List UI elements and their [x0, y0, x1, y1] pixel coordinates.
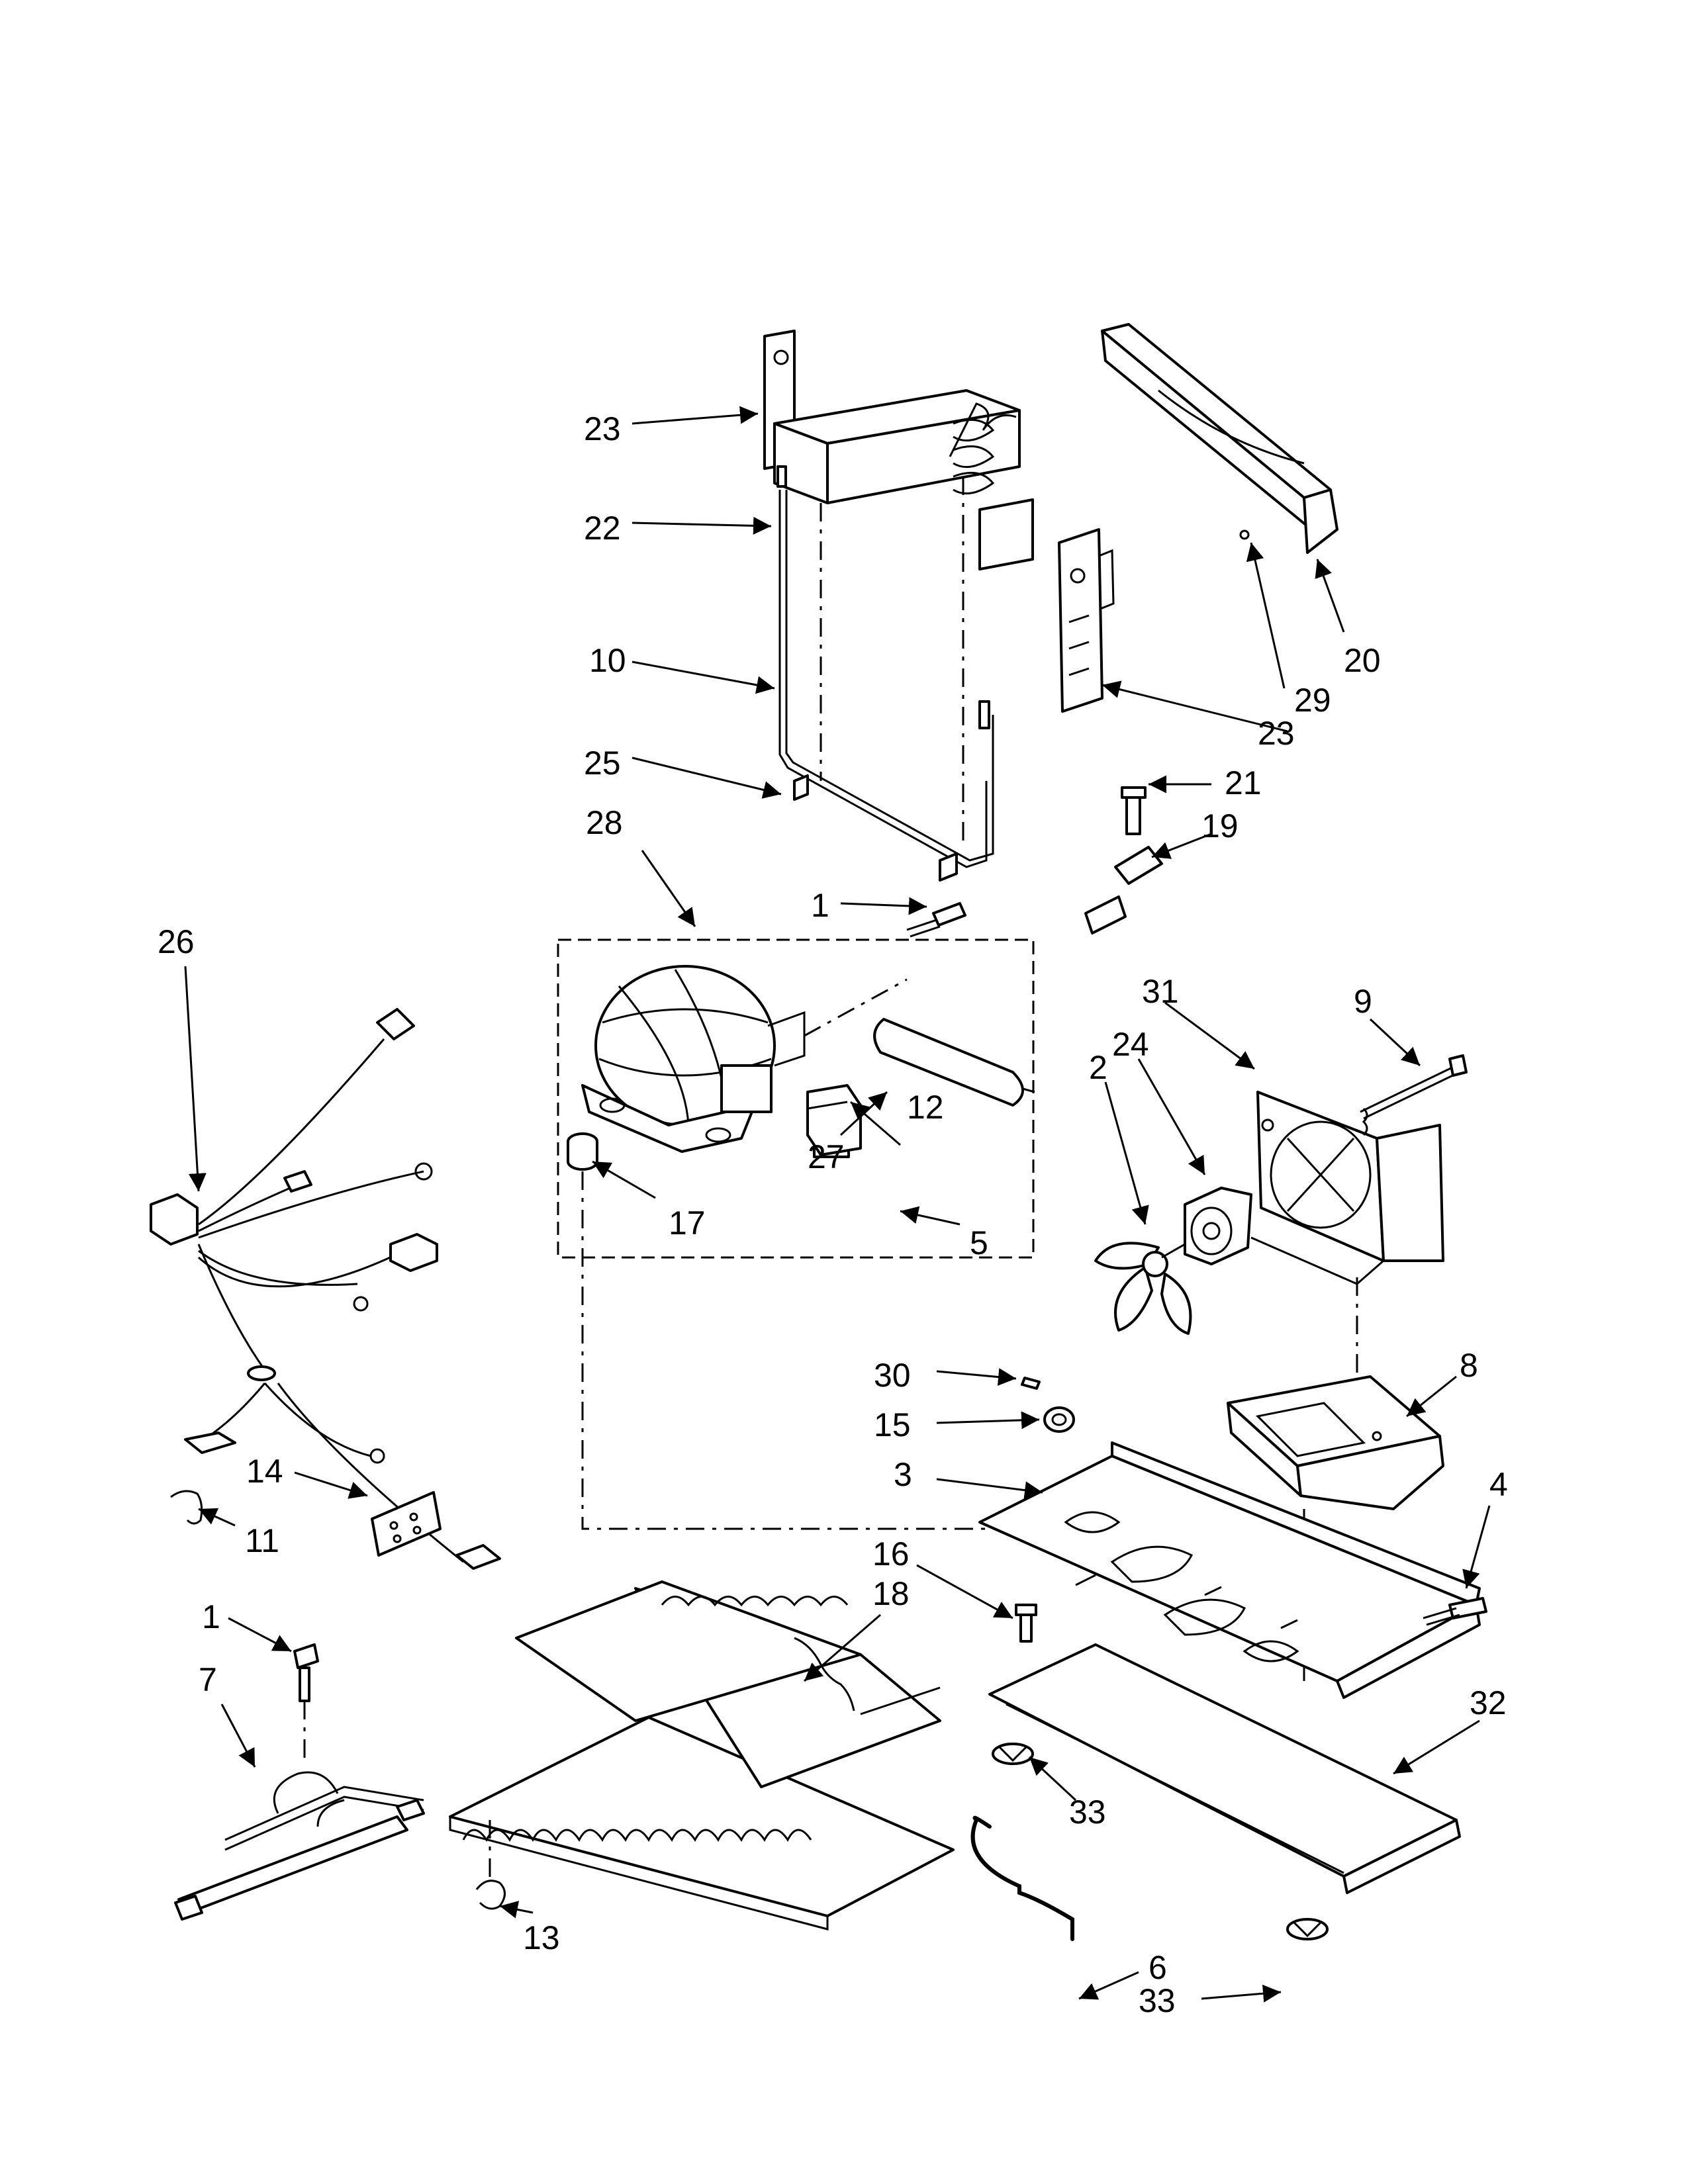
screw-part: [1360, 1054, 1468, 1136]
callout-label: 33: [1139, 1982, 1176, 2019]
grommet-part: [567, 1132, 598, 1171]
callout-label: 24: [1112, 1026, 1149, 1063]
callout-label: 1: [202, 1598, 220, 1635]
callout-label: 19: [1201, 807, 1239, 844]
callout-label: 16: [872, 1535, 910, 1572]
callout-label: 18: [872, 1575, 910, 1612]
compressor-part: [581, 965, 850, 1158]
drier-part: [873, 1018, 1035, 1107]
callout-label: 3: [894, 1456, 912, 1493]
callout-label: 14: [246, 1453, 283, 1490]
callout-label: 13: [523, 1919, 560, 1956]
leader-arrows: [184, 406, 1491, 2003]
callout-label: 2: [1089, 1049, 1107, 1086]
clip-part: [170, 1490, 203, 1525]
foot-part: [992, 1743, 1034, 1765]
condenser-coil-part: [763, 330, 1034, 570]
clip-part: [475, 1820, 506, 1910]
fan-shroud-part: [1250, 1091, 1444, 1285]
callout-label: 10: [589, 642, 626, 679]
bracket-part: [1058, 528, 1115, 713]
callout-label: 9: [1354, 983, 1372, 1020]
wire-part: [970, 1815, 1074, 1941]
dash-line: [581, 1171, 1019, 1530]
wire-harness-part: [150, 1008, 501, 1570]
callout-label: 8: [1460, 1347, 1478, 1384]
callout-label: 23: [584, 410, 621, 447]
callout-label: 4: [1489, 1466, 1508, 1503]
callout-label: 31: [1142, 973, 1179, 1010]
bracket-part: [1084, 846, 1163, 934]
callout-label: 33: [1069, 1794, 1106, 1831]
callout-label: 7: [199, 1661, 217, 1698]
callout-label: 15: [874, 1406, 911, 1443]
callout-label: 27: [808, 1138, 845, 1175]
wire-assembly-part: [174, 1643, 425, 1921]
callout-label: 29: [1294, 682, 1331, 719]
callout-label: 22: [584, 510, 621, 547]
callout-label: 12: [907, 1089, 944, 1126]
condenser-part: [449, 1580, 955, 1931]
callout-label: 5: [970, 1224, 988, 1261]
callout-label: 11: [245, 1522, 279, 1559]
callout-label: 32: [1470, 1684, 1507, 1721]
pin-part: [1021, 1377, 1041, 1390]
tubing-part: [776, 465, 994, 882]
relay-part: [806, 1084, 862, 1156]
callout-label: 21: [1225, 764, 1262, 801]
callout-label: 25: [584, 745, 621, 782]
screw-part: [1423, 1597, 1487, 1626]
callout-label: 6: [1149, 1949, 1167, 1986]
screw-part: [1121, 786, 1147, 835]
callout-label: 20: [1344, 642, 1381, 679]
screw-part: [906, 902, 966, 938]
callout-label: 28: [586, 804, 623, 841]
callout-label: 1: [811, 887, 829, 924]
plate-part: [371, 1491, 442, 1557]
drain-pan-part: [988, 1643, 1461, 1894]
callout-label: 26: [158, 923, 195, 960]
foot-part: [1286, 1918, 1329, 1940]
grommet-part: [1043, 1406, 1075, 1433]
fan-bracket-part: [1227, 1375, 1444, 1510]
fan-motor-part: [1161, 1187, 1252, 1265]
fan-blade-part: [1094, 1242, 1192, 1335]
callout-label: 30: [874, 1357, 911, 1394]
screw-part: [1015, 1604, 1037, 1643]
shroud-part: [1101, 323, 1338, 554]
callout-label: 23: [1258, 715, 1295, 752]
callout-label: 17: [669, 1205, 706, 1242]
